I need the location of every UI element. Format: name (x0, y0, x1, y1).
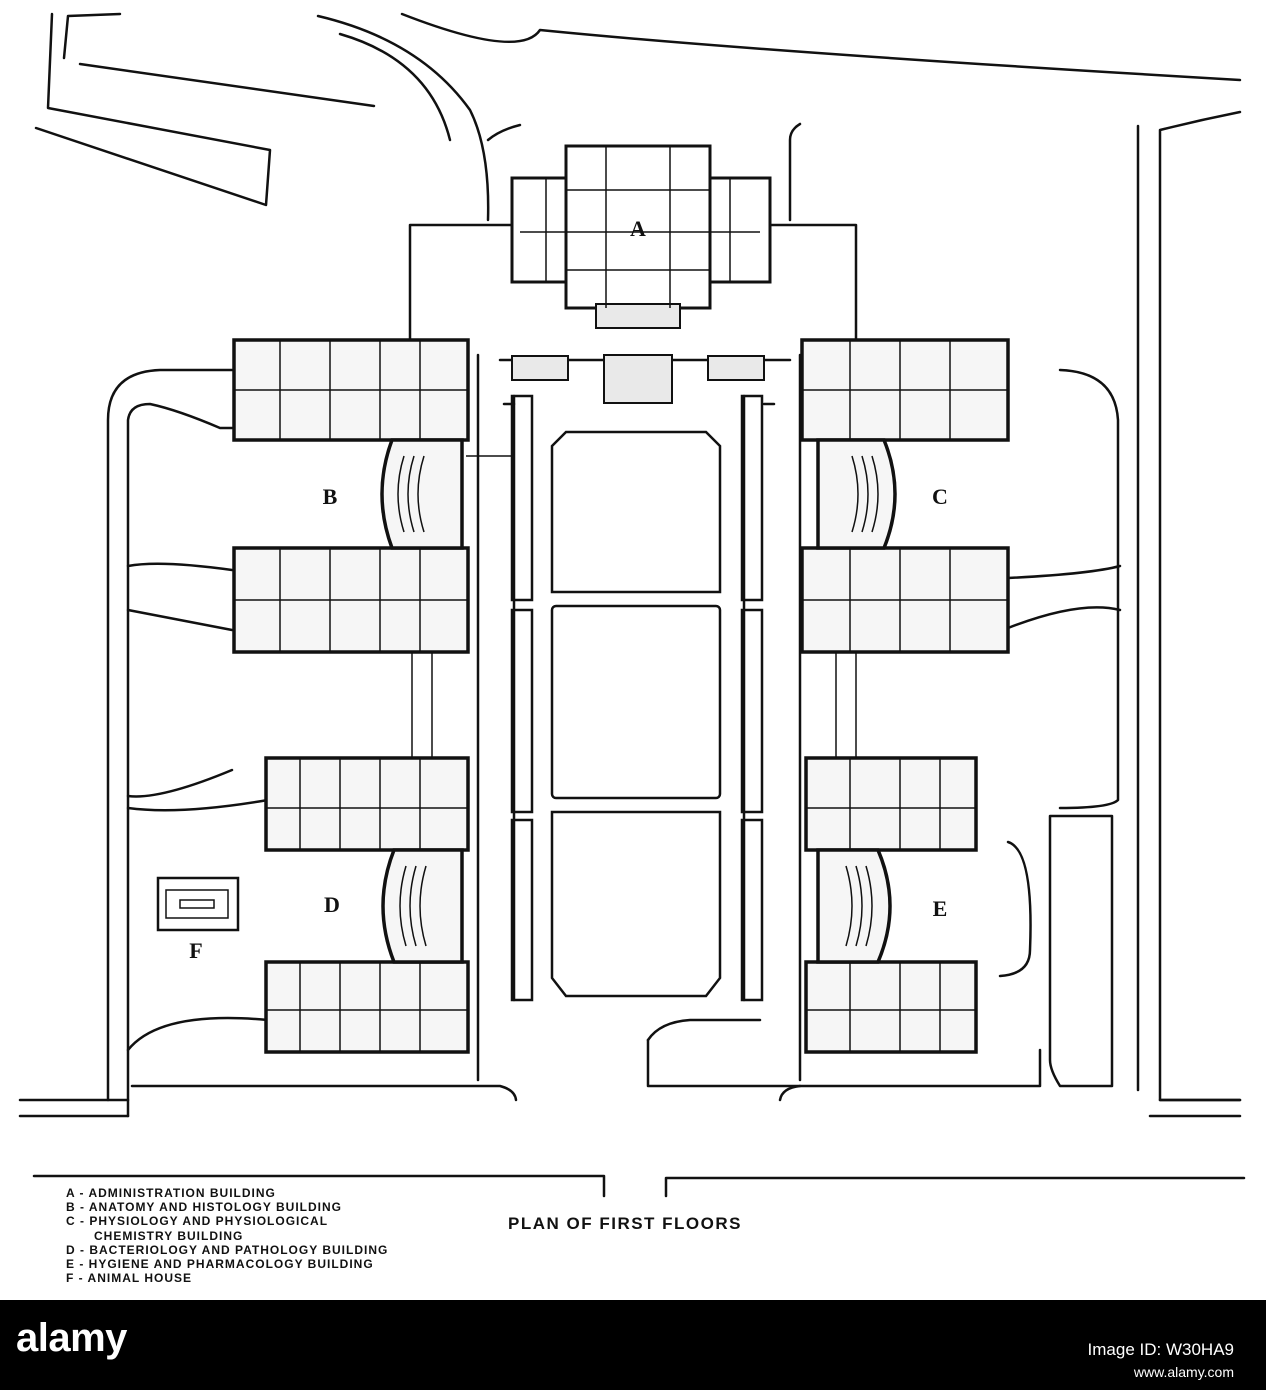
building-d-north-wing (264, 756, 470, 852)
label-building-f: F (189, 938, 202, 963)
building-f (156, 876, 240, 932)
label-building-d: D (324, 892, 340, 917)
building-e-north-wing (804, 756, 978, 852)
lawn-middle (550, 604, 722, 800)
legend-item-a: A - ADMINISTRATION BUILDING (66, 1186, 276, 1200)
watermark-logo: alamy (16, 1316, 127, 1360)
building-b-auditorium (380, 438, 464, 550)
building-e-south-wing (804, 960, 978, 1054)
watermark-bar (0, 1300, 1266, 1390)
site-plan-drawing: A B C D E F (18, 12, 1246, 1198)
watermark-url: www.alamy.com (1133, 1364, 1234, 1380)
legend-item-e: E - HYGIENE AND PHARMACOLOGY BUILDING (66, 1257, 374, 1272)
admin-forecourt (408, 223, 858, 342)
road-northwest (34, 12, 272, 207)
road-south (18, 1098, 130, 1118)
label-building-a: A (630, 216, 646, 241)
central-mall (476, 353, 802, 1082)
plan-title: PLAN OF FIRST FLOORS (508, 1214, 742, 1233)
legend-item-c-continued: CHEMISTRY BUILDING (94, 1228, 244, 1243)
building-c-auditorium (816, 438, 897, 550)
building-d-auditorium (381, 848, 464, 964)
label-building-c: C (932, 484, 948, 509)
watermark-image-id: Image ID: W30HA9 (1087, 1340, 1234, 1359)
building-a (510, 144, 772, 404)
label-building-b: B (323, 484, 338, 509)
building-e-auditorium (816, 848, 892, 964)
legend-item-b: B - ANATOMY AND HISTOLOGY BUILDING (66, 1200, 343, 1215)
lawn-north (550, 430, 722, 594)
road-north-curve (316, 14, 490, 222)
legend: A - ADMINISTRATION BUILDING B - ANATOMY … (66, 1186, 388, 1285)
label-building-e: E (933, 896, 948, 921)
legend-item-f: F - ANIMAL HOUSE (66, 1271, 192, 1286)
legend-item-d: D - BACTERIOLOGY AND PATHOLOGY BUILDING (66, 1242, 389, 1257)
building-d-south-wing (264, 960, 470, 1054)
lawn-south (550, 810, 722, 998)
legend-item-c: C - PHYSIOLOGY AND PHYSIOLOGICAL (66, 1214, 329, 1229)
